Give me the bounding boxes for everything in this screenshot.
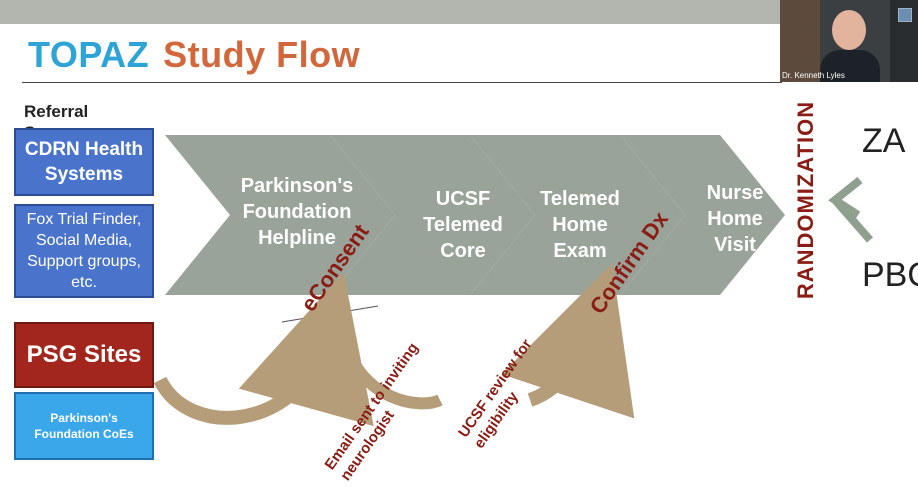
source-fox-box: Fox Trial Finder, Social Media, Support … — [14, 204, 154, 298]
arrow-randomization-split — [828, 176, 874, 243]
speaker-name-label: Dr. Kenneth Lyles — [782, 71, 845, 80]
arm-za: ZA — [862, 122, 906, 160]
source-pf-coe-box: Parkinson's Foundation CoEs — [14, 392, 154, 460]
title-divider — [22, 82, 782, 83]
source-psg-label: PSG Sites — [26, 341, 142, 368]
step-helpline: Parkinson's Foundation Helpline — [240, 175, 354, 249]
arm-pbo: PBO — [862, 256, 918, 294]
frame-icon — [898, 8, 912, 22]
randomization-label: RANDOMIZATION — [793, 100, 818, 300]
source-pf-coe-label: Parkinson's Foundation CoEs — [34, 411, 134, 441]
speaker-body — [820, 50, 880, 82]
chevron-nurse-visit — [620, 135, 785, 295]
video-thumbnail-secondary[interactable] — [890, 0, 918, 82]
source-cdrn-box: CDRN Health Systems — [14, 128, 154, 196]
chevron-telemed-core — [330, 135, 535, 295]
slide-title: TOPAZ Study Flow — [28, 34, 360, 76]
title-study-flow: Study Flow — [163, 34, 361, 75]
source-fox-label: Fox Trial Finder, Social Media, Support … — [26, 211, 142, 291]
arrow-review-to-confirm — [501, 263, 635, 419]
video-thumbnail-speaker[interactable]: Dr. Kenneth Lyles — [780, 0, 890, 82]
arrow-psg-to-econsent — [153, 272, 374, 427]
step-home-exam: Telemed Home Exam — [540, 188, 620, 262]
step-telemed-core: UCSF Telemed Core — [423, 188, 503, 262]
speaker-face — [832, 10, 866, 50]
source-psg-box: PSG Sites — [14, 322, 154, 388]
arrow-econsent-to-review — [339, 338, 443, 410]
step-nurse-visit: Nurse Home Visit — [706, 182, 764, 256]
chevron-helpline — [165, 135, 395, 295]
chevron-home-exam — [470, 135, 685, 295]
title-topaz: TOPAZ — [28, 34, 150, 75]
top-bar — [0, 0, 918, 24]
bookshelf-background — [780, 0, 820, 82]
source-cdrn-label: CDRN Health Systems — [24, 139, 144, 185]
econsent-underline — [281, 305, 379, 323]
